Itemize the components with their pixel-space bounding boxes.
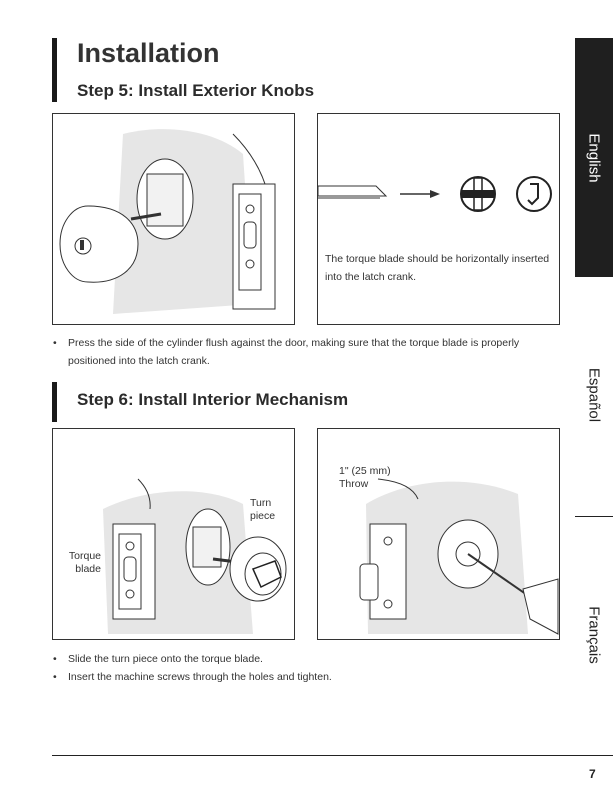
tab-english[interactable]: English	[575, 38, 613, 277]
step6-bullet-2: Insert the machine screws through the ho…	[52, 668, 542, 686]
step5-heading: Step 5: Install Exterior Knobs	[77, 81, 315, 100]
step6-instructions: Slide the turn piece onto the torque bla…	[52, 650, 542, 686]
tab-english-label: English	[585, 132, 603, 183]
interior-mechanism-illustration: Turn piece Torque blade	[52, 428, 295, 640]
torque-blade-label: Torque blade	[68, 550, 101, 575]
turn-piece-label: Turn piece	[250, 497, 276, 522]
page-title: Installation	[77, 38, 220, 68]
step6-bullet-1: Slide the turn piece onto the torque bla…	[52, 650, 542, 668]
tab-francais[interactable]: Français	[575, 570, 613, 700]
tab-francais-label: Français	[585, 606, 603, 664]
throw-label: 1" (25 mm) Throw	[339, 465, 391, 490]
step6-heading: Step 6: Install Interior Mechanism	[77, 390, 349, 409]
page-number: 7	[589, 767, 596, 781]
torque-blade-caption: The torque blade should be horizontally …	[325, 253, 550, 283]
throw-illustration: 1" (25 mm) Throw	[317, 428, 560, 640]
tab-espanol-label: Español	[585, 367, 603, 423]
title-accent-bar	[52, 38, 57, 102]
step5-instructions: Press the side of the cylinder flush aga…	[52, 334, 542, 370]
footer-rule	[52, 755, 613, 756]
tab-espanol[interactable]: Español	[575, 330, 613, 460]
step5-bullet-1: Press the side of the cylinder flush aga…	[52, 334, 542, 370]
torque-blade-orientation-illustration: The torque blade should be horizontally …	[317, 113, 560, 325]
exterior-knob-illustration	[52, 113, 295, 325]
step6-accent-bar	[52, 382, 57, 422]
side-tab-divider	[575, 516, 613, 517]
